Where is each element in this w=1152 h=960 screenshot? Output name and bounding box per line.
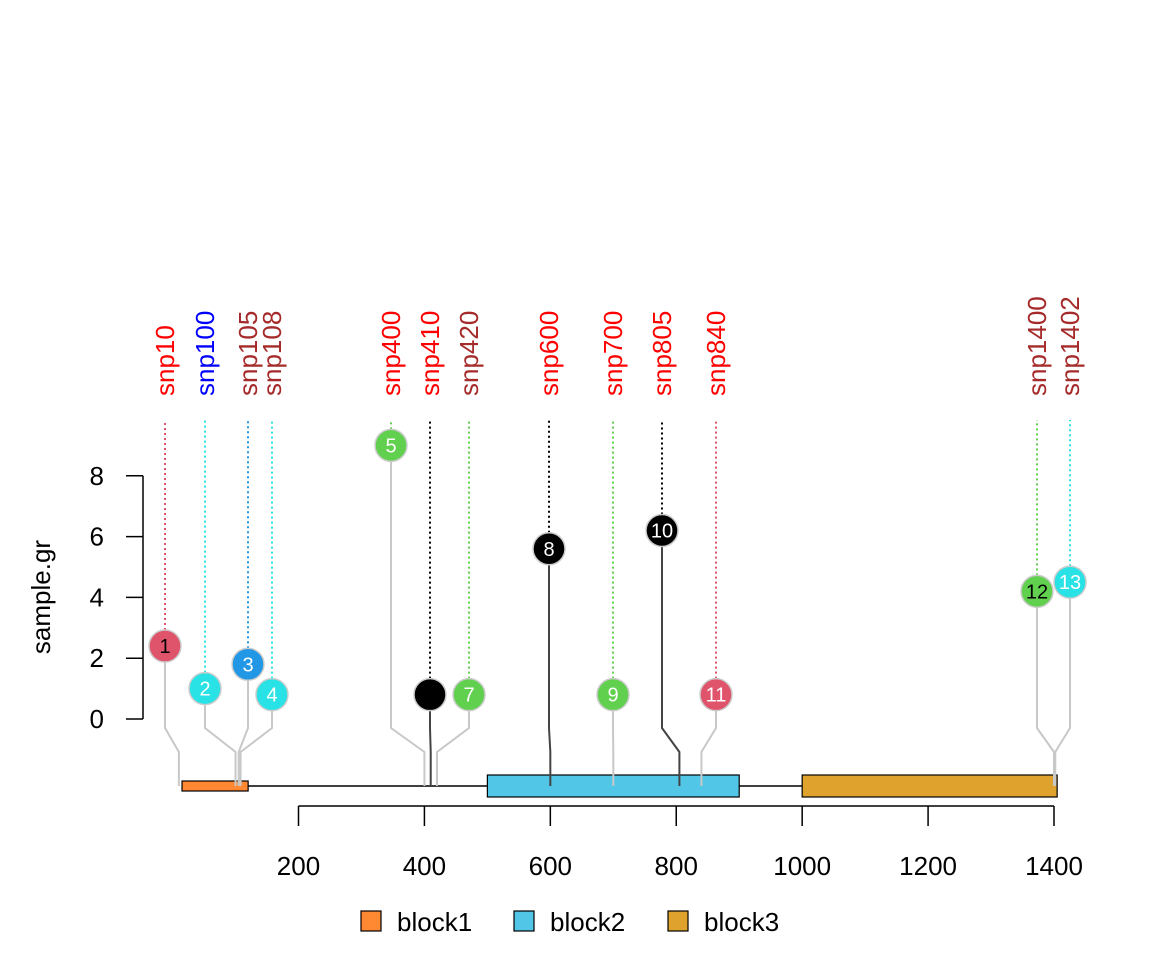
- snp-lollipop: 9 snp700: [596, 311, 630, 786]
- snp-node-number: 8: [543, 539, 554, 561]
- x-tick-label: 600: [529, 851, 572, 881]
- snp-node-number: 12: [1026, 581, 1048, 603]
- snp-stem: [1054, 598, 1071, 786]
- snp-stem: [436, 710, 470, 786]
- snp-label: snp420: [454, 311, 484, 396]
- snp-lollipop: 5 snp400: [374, 311, 426, 786]
- snp-label: snp805: [647, 311, 677, 396]
- y-tick-label: 2: [90, 643, 104, 673]
- snp-lollipop: 2 snp100: [188, 311, 237, 786]
- snp-node-number: 2: [199, 679, 210, 701]
- y-tick-label: 4: [90, 582, 104, 612]
- y-tick-label: 0: [90, 704, 104, 734]
- snp-node-number: 1: [159, 636, 170, 658]
- snp-label: snp410: [415, 311, 445, 396]
- snp-label: snp700: [598, 311, 628, 396]
- snp-node: [1053, 565, 1087, 599]
- snp-node: [148, 629, 182, 663]
- snp-node: [374, 428, 408, 463]
- legend-label-block3: block3: [704, 907, 779, 937]
- snp-label: snp1402: [1055, 296, 1085, 396]
- snp-stem: [429, 710, 432, 786]
- snp-lollipops: 1 snp10 2 snp100 3 snp105 4 snp108 5 snp400 snp410…: [148, 296, 1087, 786]
- snp-node: [452, 677, 486, 712]
- x-axis: 200 400 600 800 1000 1200 1400: [277, 805, 1083, 881]
- snp-label: snp840: [701, 311, 731, 396]
- snp-node-number: 9: [607, 685, 618, 707]
- snp-label: snp600: [534, 311, 564, 396]
- snp-node: [699, 677, 733, 712]
- snp-stem: [239, 710, 273, 786]
- snp-stem: [390, 461, 426, 786]
- snp-lollipop: 12 snp1400: [1020, 296, 1055, 786]
- y-tick-label: 6: [90, 522, 104, 552]
- x-tick-label: 200: [277, 851, 320, 881]
- snp-node-number: 13: [1059, 572, 1081, 594]
- snp-stem: [237, 680, 249, 786]
- snp-node-number: 5: [385, 435, 396, 457]
- y-tick-label: 8: [90, 461, 104, 491]
- snp-node-number: 3: [242, 654, 253, 676]
- snp-node: [596, 677, 630, 712]
- snp-node: [188, 671, 222, 706]
- snp-label: snp400: [376, 311, 406, 396]
- snp-stem: [661, 546, 681, 786]
- snp-lollipop: 11 snp840: [699, 311, 733, 786]
- snp-label: snp100: [190, 311, 220, 396]
- snp-node: [255, 677, 289, 712]
- feature-block1: [181, 780, 249, 792]
- legend-label-block1: block1: [397, 907, 472, 937]
- x-tick-label: 1200: [899, 851, 957, 881]
- snp-stem: [204, 704, 237, 786]
- snp-stem: [700, 710, 717, 786]
- feature-block3: [801, 774, 1058, 798]
- snp-label: snp1400: [1022, 296, 1052, 396]
- snp-stem: [164, 662, 180, 786]
- snp-lollipop: 1 snp10: [148, 325, 182, 786]
- snp-lollipop: 7 snp420: [436, 311, 486, 786]
- snp-lollipop: snp410: [413, 311, 447, 786]
- snp-node: [231, 647, 265, 682]
- snp-node-number: 11: [706, 685, 727, 707]
- snp-lollipop: 3 snp105: [231, 311, 265, 786]
- snp-lollipop: 8 snp600: [532, 311, 566, 786]
- snp-node: [532, 532, 566, 566]
- snp-lollipop: 4 snp108: [239, 311, 289, 786]
- x-tick-label: 1000: [773, 851, 831, 881]
- legend-swatch-block2: [513, 910, 535, 932]
- x-tick-label: 800: [655, 851, 698, 881]
- legend-swatch-block3: [667, 910, 689, 932]
- snp-node: [413, 677, 447, 712]
- x-tick-label: 400: [403, 851, 446, 881]
- snp-lollipop: 13 snp1402: [1053, 296, 1087, 786]
- x-tick-label: 1400: [1025, 851, 1083, 881]
- snp-label: snp108: [257, 311, 287, 396]
- legend: block1 block2 block3: [360, 907, 779, 937]
- legend-label-block2: block2: [550, 907, 625, 937]
- snp-lollipop: 10 snp805: [645, 311, 681, 786]
- snp-node: [645, 513, 679, 548]
- snp-node-number: 4: [266, 685, 277, 707]
- snp-node: [1020, 574, 1054, 609]
- snp-stem: [1036, 607, 1055, 786]
- snp-node-number: 7: [463, 685, 474, 707]
- y-axis-label: sample.gr: [26, 540, 56, 654]
- legend-swatch-block1: [360, 910, 382, 932]
- snp-label: snp105: [233, 311, 263, 396]
- y-axis: 0 2 4 6 8: [90, 461, 144, 734]
- snp-node-number: 10: [651, 521, 673, 543]
- snp-stem: [548, 564, 552, 786]
- snp-label: snp10: [150, 325, 180, 396]
